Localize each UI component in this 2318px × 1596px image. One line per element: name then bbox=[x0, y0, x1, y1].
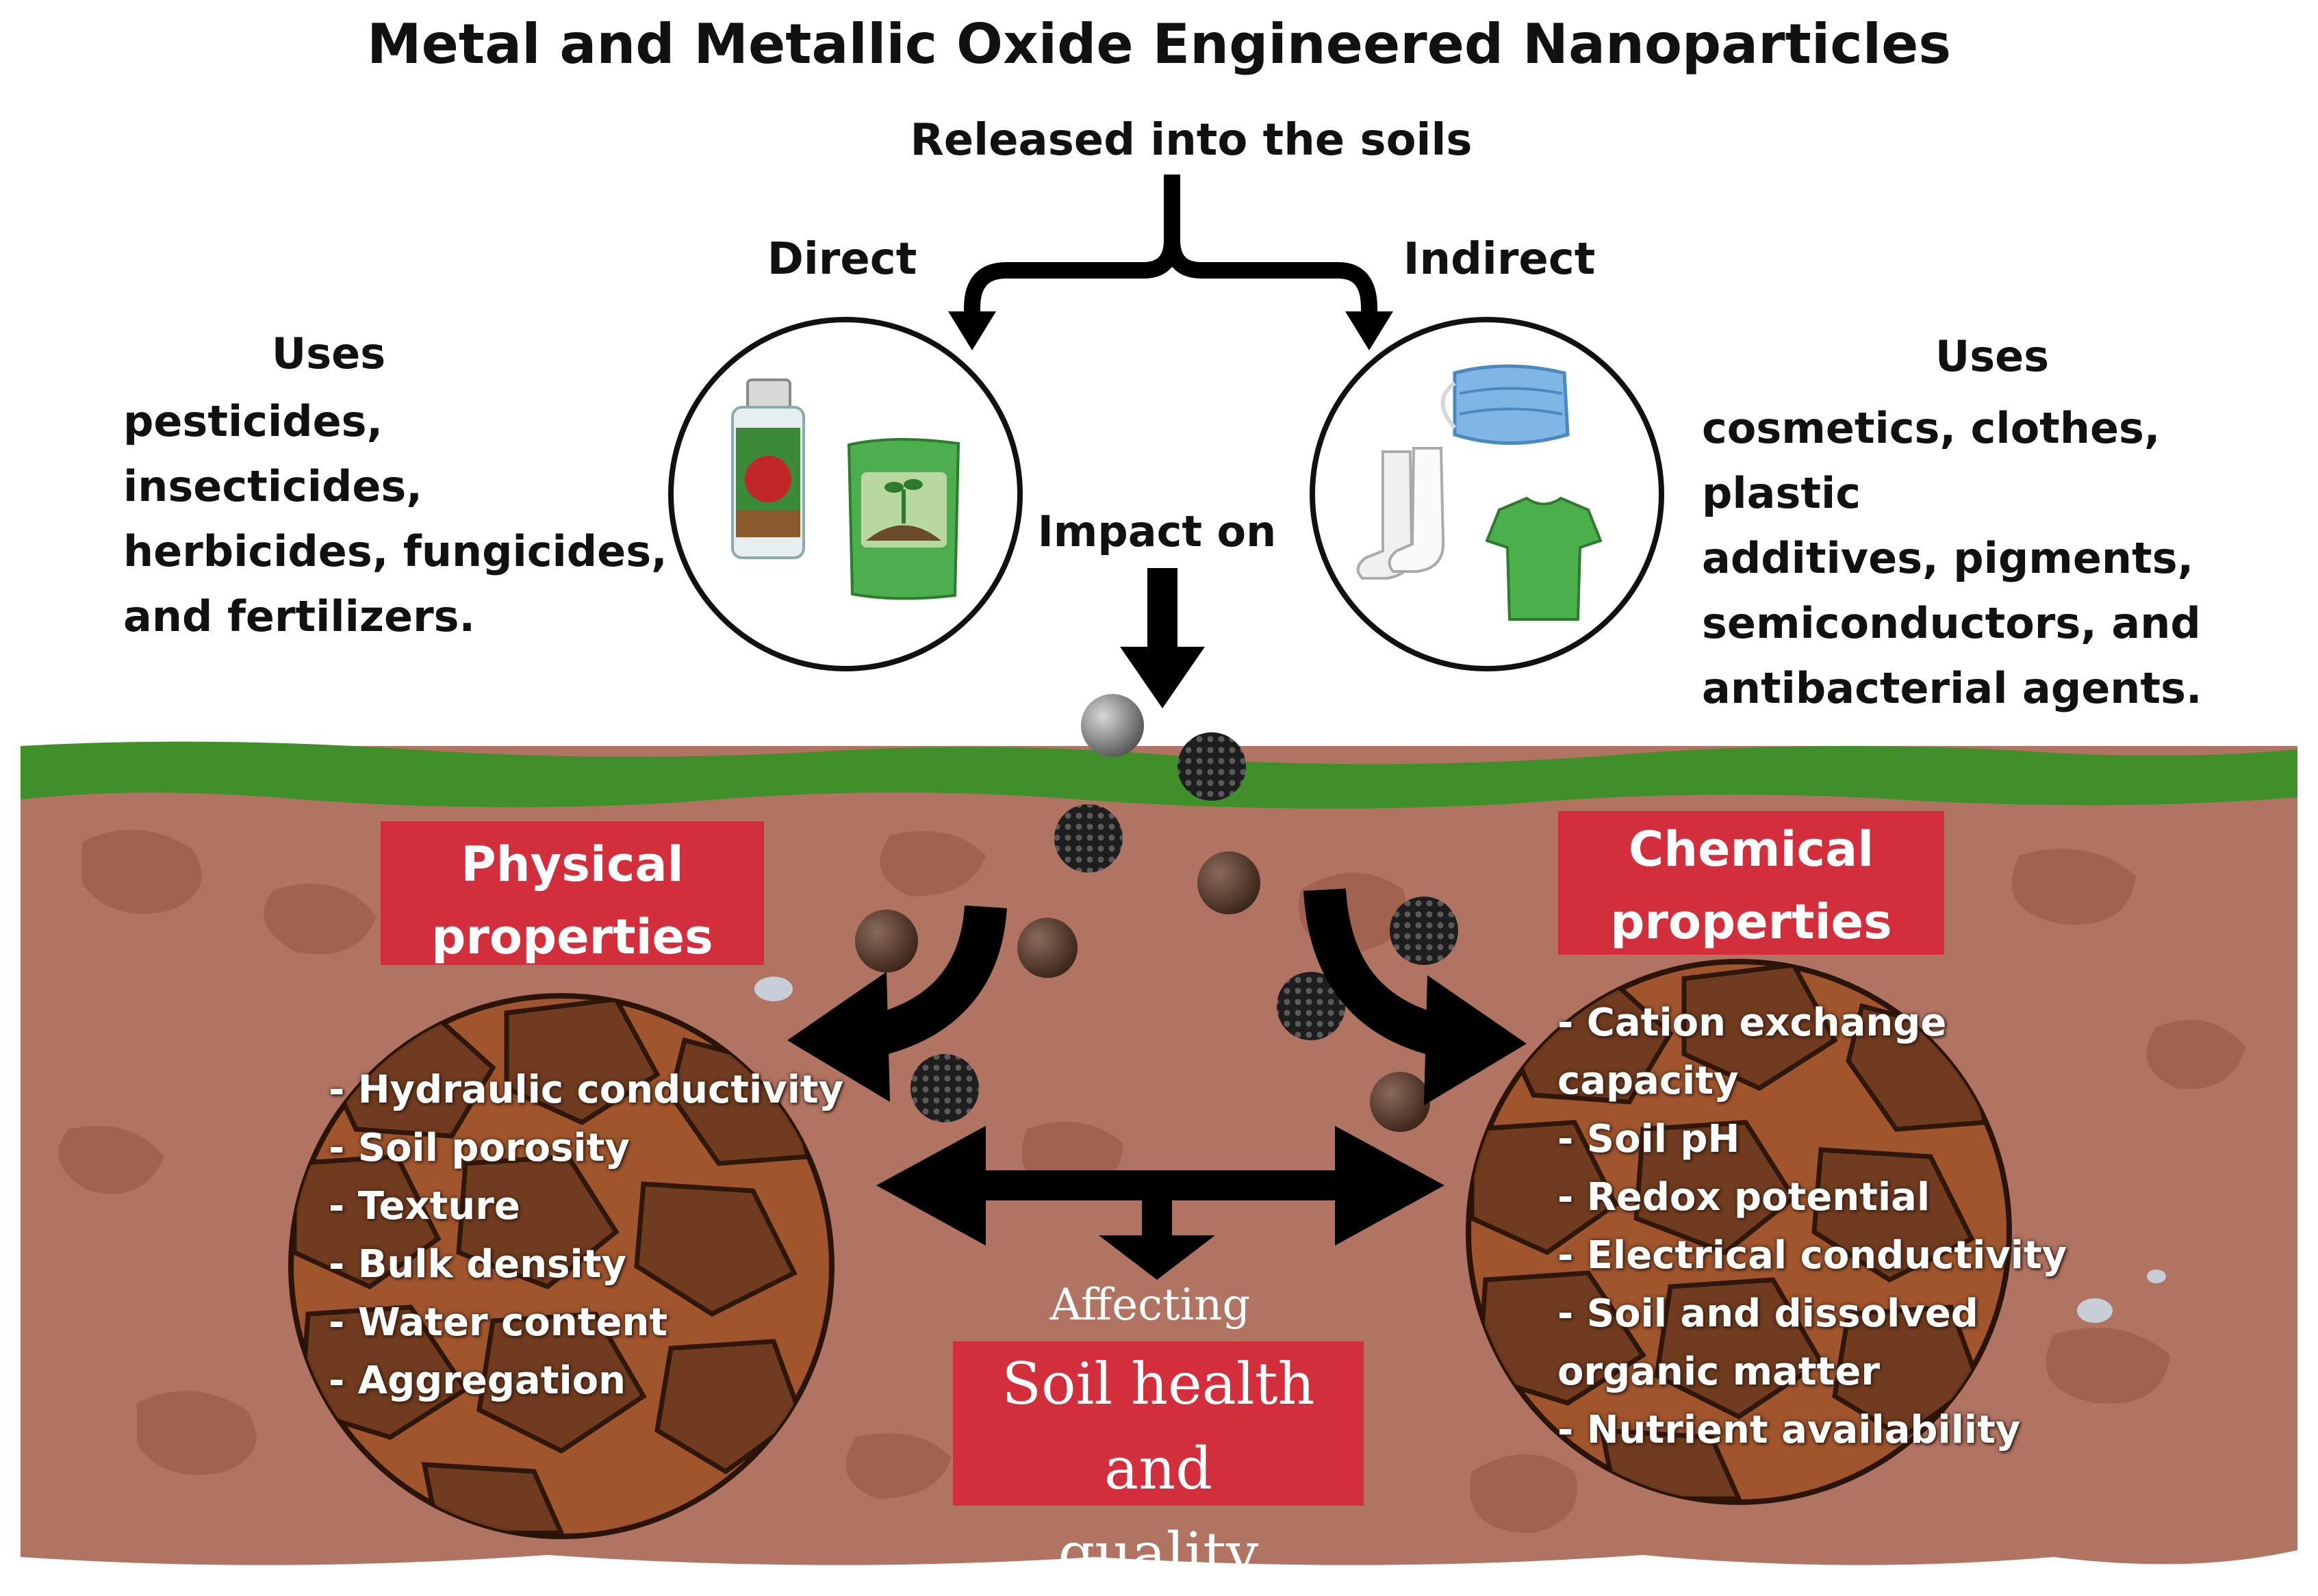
list-item: - Cation exchange bbox=[1557, 1001, 1947, 1045]
list-item: - Soil and dissolved bbox=[1557, 1291, 1978, 1336]
list-item: - Water content bbox=[329, 1300, 668, 1345]
physical-properties-list: - Hydraulic conductivity - Soil porosity… bbox=[329, 1061, 843, 1410]
nanoparticle-brown bbox=[1017, 918, 1078, 978]
impact-label: Impact on bbox=[1037, 506, 1277, 556]
pesticide-bottle-icon bbox=[731, 378, 805, 559]
face-mask-icon bbox=[1440, 364, 1570, 445]
chemical-properties-title: Chemical properties bbox=[1610, 821, 1892, 950]
soil-health-box bbox=[953, 1341, 1364, 1506]
nanoparticle-dotted bbox=[1177, 732, 1246, 801]
soil-health-title: Soil health and quality bbox=[1002, 1350, 1315, 1587]
arrow-to-chemical bbox=[1303, 888, 1527, 1105]
list-item: - Texture bbox=[329, 1184, 520, 1228]
nanoparticle-dotted bbox=[1277, 972, 1345, 1040]
release-branch-arrow bbox=[964, 175, 1377, 322]
fertilizer-bag-icon bbox=[847, 437, 960, 600]
indirect-uses-heading: Uses bbox=[1935, 331, 2050, 381]
nanoparticle-brown bbox=[1370, 1072, 1430, 1132]
nanoparticle-brown bbox=[1197, 851, 1260, 914]
nanoparticle-dotted bbox=[1054, 804, 1123, 873]
list-item: - Soil porosity bbox=[329, 1126, 630, 1170]
physical-properties-title: Physical properties bbox=[431, 836, 713, 965]
t-shirt-icon bbox=[1485, 496, 1603, 621]
indirect-products-circle bbox=[1310, 317, 1664, 671]
socks-icon bbox=[1356, 447, 1445, 580]
list-item: - Aggregation bbox=[329, 1359, 626, 1403]
list-item: - Nutrient availability bbox=[1557, 1408, 2021, 1452]
list-item: - Soil pH bbox=[1557, 1117, 1740, 1161]
list-item: - Bulk density bbox=[329, 1242, 626, 1287]
indirect-uses-text: cosmetics, clothes, plastic additives, p… bbox=[1702, 403, 2202, 713]
nanoparticle-grey bbox=[1081, 694, 1144, 757]
indirect-arrowhead bbox=[1345, 311, 1393, 350]
direct-uses-heading: Uses bbox=[271, 329, 386, 378]
nanoparticles bbox=[855, 694, 1458, 1132]
impact-down-arrow bbox=[1120, 568, 1205, 708]
arrow-to-physical bbox=[787, 905, 1007, 1102]
released-label: Released into the soils bbox=[910, 115, 1473, 166]
direct-products-circle bbox=[668, 317, 1023, 671]
indirect-label: Indirect bbox=[1403, 234, 1596, 285]
list-item: - Electrical conductivity bbox=[1557, 1233, 2067, 1278]
direct-uses-text: pesticides, insecticides, herbicides, fu… bbox=[123, 396, 667, 641]
affecting-label: Affecting bbox=[1049, 1280, 1251, 1330]
direct-label: Direct bbox=[767, 234, 917, 285]
list-item: - Redox potential bbox=[1557, 1175, 1931, 1220]
chemical-properties-box bbox=[1558, 811, 1944, 955]
diagram-title: Metal and Metallic Oxide Engineered Nano… bbox=[367, 12, 1951, 76]
direct-arrowhead bbox=[948, 311, 996, 350]
nanoparticle-dotted bbox=[1390, 897, 1458, 965]
double-arrow bbox=[876, 1126, 1444, 1280]
nanoparticle-dotted bbox=[910, 1054, 979, 1122]
physical-properties-box bbox=[381, 821, 764, 965]
list-item: organic matter bbox=[1557, 1350, 1880, 1394]
chemical-properties-list: - Cation exchange capacity - Soil pH - R… bbox=[1557, 994, 2067, 1459]
list-item: - Hydraulic conductivity bbox=[329, 1068, 844, 1112]
list-item: capacity bbox=[1557, 1059, 1739, 1103]
nanoparticle-brown bbox=[855, 910, 918, 973]
grass-layer bbox=[21, 741, 2297, 809]
